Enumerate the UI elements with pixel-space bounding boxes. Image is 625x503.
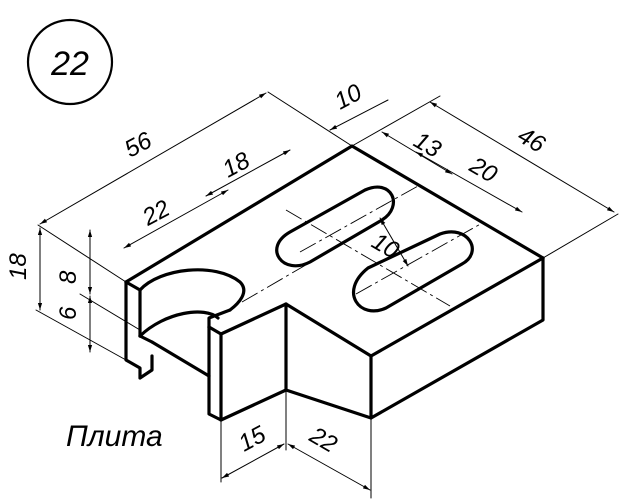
drawing-number: 22 bbox=[50, 45, 89, 83]
dim-line-22-top bbox=[123, 189, 229, 249]
drawing-number-badge: 22 bbox=[26, 18, 114, 106]
dim-line-56 bbox=[39, 92, 267, 225]
right-face bbox=[369, 256, 545, 420]
dim-line-10-top bbox=[329, 99, 389, 131]
dim-line-10-mid bbox=[379, 217, 409, 267]
half-hole-edge bbox=[138, 268, 246, 312]
dim-22-top: 22 bbox=[137, 195, 174, 232]
ext-line bbox=[542, 213, 619, 259]
dim-line-22-bottom bbox=[287, 443, 371, 491]
dim-line-15 bbox=[221, 443, 285, 479]
ext-line bbox=[351, 95, 441, 147]
dim-6: 6 bbox=[55, 306, 82, 320]
ext-line bbox=[37, 224, 127, 283]
dim-46: 46 bbox=[513, 122, 550, 159]
step-front-face bbox=[219, 332, 288, 422]
part-name: Плита bbox=[66, 420, 163, 453]
slot-lower bbox=[351, 230, 474, 313]
dim-22-bottom: 22 bbox=[304, 421, 341, 458]
part-outline bbox=[124, 144, 545, 422]
step-corner bbox=[207, 325, 223, 336]
dimension-values: 56 10 13 46 18 20 22 10 18 8 6 15 22 bbox=[5, 79, 550, 459]
step-front-top bbox=[219, 302, 288, 336]
left-lug-top bbox=[124, 280, 142, 338]
step-top-edge bbox=[284, 302, 373, 358]
dim-line-46 bbox=[429, 101, 615, 213]
dim-15: 15 bbox=[234, 421, 271, 458]
center-line-4 bbox=[285, 209, 451, 307]
ext-line bbox=[79, 293, 141, 331]
ext-line bbox=[267, 91, 353, 147]
half-hole-floor bbox=[138, 310, 220, 338]
dim-20: 20 bbox=[464, 151, 502, 189]
dim-8: 8 bbox=[55, 270, 82, 284]
center-line-3 bbox=[355, 221, 485, 295]
center-line-2 bbox=[299, 185, 419, 253]
slot-wall bbox=[207, 308, 232, 329]
dim-18-top: 18 bbox=[218, 147, 255, 184]
slot-floor bbox=[150, 340, 211, 378]
dim-56: 56 bbox=[120, 127, 157, 164]
left-lug bbox=[124, 280, 154, 380]
dimension-lines bbox=[35, 91, 619, 499]
dim-line-20 bbox=[415, 151, 523, 213]
top-front-right-edge bbox=[369, 256, 545, 358]
center-lines bbox=[241, 185, 485, 307]
lug-inner bbox=[138, 334, 154, 344]
dim-10-top: 10 bbox=[330, 79, 367, 116]
center-line-1 bbox=[241, 221, 381, 303]
front-bottom-edge bbox=[284, 388, 373, 420]
dim-18-left: 18 bbox=[5, 253, 32, 280]
step-left-edge bbox=[207, 325, 223, 422]
dim-line-18-top bbox=[205, 149, 291, 197]
ext-line bbox=[35, 309, 127, 361]
dim-13: 13 bbox=[409, 127, 446, 164]
dim-10-mid: 10 bbox=[367, 228, 404, 265]
